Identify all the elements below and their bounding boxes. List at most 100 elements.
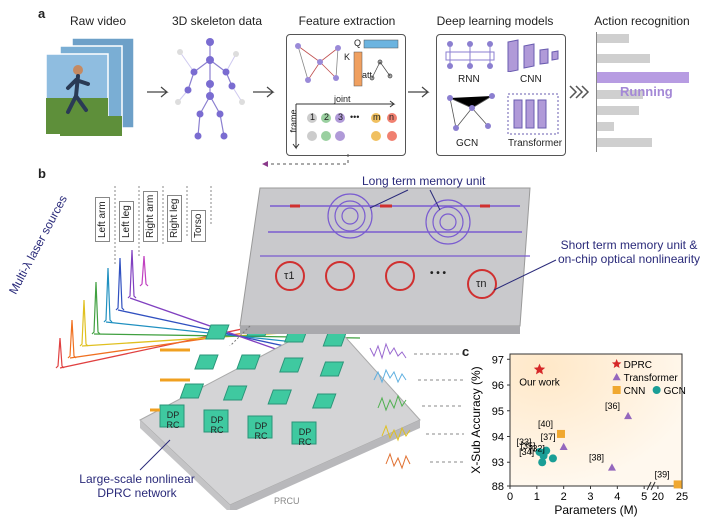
y-tick-label: 96 [492,380,504,392]
memory-chip [229,187,531,346]
legend-label-gcn: GCN [664,386,686,397]
legend-label-cnn: CNN [624,386,646,397]
output-waveforms [369,342,464,470]
x-tick-label: 5 [641,491,647,503]
raw-video-frames [45,37,135,137]
dprc-node-1: DP RC [166,410,180,430]
legend-label-dprc: DPRC [624,360,652,371]
model-rnn-label: RNN [458,74,480,85]
dprc-node-3: DP RC [254,421,268,441]
cnn-icon [507,39,559,72]
y-tick-label: 93 [492,457,504,469]
data-point-gcn [542,446,551,455]
legend-marker-dprc [611,359,622,368]
dprc-node-4: DP RC [298,427,312,447]
feature-graph-icon [295,43,341,83]
att-label: att [362,70,373,80]
legend-label-transformer: Transformer [624,373,679,384]
tau1-label: τ1 [284,270,295,282]
joint-cell-m: m [373,112,381,122]
data-point-label: [40] [538,419,553,429]
data-point-label: [35] [521,441,536,451]
legend-marker-cnn [612,386,621,394]
data-point-transformer [559,442,568,450]
action-bar [597,106,640,115]
x-tick-label: 0 [507,491,513,503]
joint-label: joint [334,94,351,104]
joint-row [306,110,402,155]
q-label: Q [354,38,362,48]
joint-dots: ••• [350,112,360,122]
x-axis-label: Parameters (M) [554,503,637,517]
action-bar [597,122,614,131]
attention-matrix [353,39,399,87]
x-axis-break [646,481,656,491]
action-bar [597,138,653,147]
chip-label: PRCU [274,496,300,506]
x-tick-label: 20 [652,491,664,503]
short-term-memory-label: Short term memory unit & on-chip optical… [557,238,701,266]
data-point-cnn [556,429,565,438]
dashed-connector [262,154,349,167]
data-point-dprc [533,363,546,375]
action-result-label: Running [620,84,673,99]
network-label: Large-scale nonlinear DPRC network [79,472,195,500]
data-point-gcn [538,458,547,467]
x-tick-label: 3 [587,491,593,503]
transformer-icon [507,93,559,135]
model-cnn-label: CNN [520,74,542,85]
action-bar [597,90,643,99]
action-bar [597,54,651,63]
joint-cell-2: 2 [324,112,330,122]
deep-learning-title: Deep learning models [436,14,554,28]
joint-frame-axes [292,100,396,150]
data-point-label: [38] [589,452,604,462]
ring-dots: • • • [430,268,447,279]
joint-cell-3: 3 [338,112,344,122]
data-point-label: [33] [516,437,531,447]
action-bar-running [597,72,689,83]
action-recognition-title: Action recognition [594,14,690,28]
action-bars [596,32,689,152]
dprc-node-2: DP RC [210,415,224,435]
action-bar [597,34,630,43]
joint-cell-1: 1 [310,112,316,122]
y-axis-label: X-Sub Accuracy (%) [469,366,483,473]
taun-label: τn [476,278,487,290]
x-tick-label: 1 [534,491,540,503]
long-term-memory-label: Long term memory unit [362,174,486,188]
x-tick-label: 2 [561,491,567,503]
y-tick-label: 94 [492,432,504,444]
joint-cell-n: n [389,112,395,122]
model-gcn-label: GCN [456,138,479,149]
data-point-label: [36] [605,401,620,411]
data-point-transformer [624,411,633,420]
model-transformer-label: Transformer [508,138,563,149]
data-point-transformer [607,463,616,471]
raw-video-title: Raw video [69,14,127,28]
feature-extraction-box [286,34,406,156]
k-label: K [344,52,351,62]
x-tick-label: 25 [676,491,688,503]
data-point-label: [32] [530,443,545,453]
panel-b-letter: b [38,166,46,181]
x-tick-label: 4 [614,491,620,503]
legend-marker-gcn [652,386,661,394]
dprc-chip [139,319,421,510]
data-point-label: [39] [655,469,670,479]
data-point-cnn [673,480,682,489]
data-point-label: [37] [541,432,556,442]
data-point-gcn [548,454,557,463]
panel-c-letter: c [462,344,470,359]
y-tick-label: 95 [492,406,504,418]
data-point-label: [34] [519,447,534,457]
skeleton-title: 3D skeleton data [171,14,263,28]
y-tick-label: 88 [492,481,504,493]
gcn-icon [447,93,495,131]
our-work-label: Our work [519,378,561,389]
panel-a-letter: a [38,6,46,21]
rnn-icon [445,41,495,69]
